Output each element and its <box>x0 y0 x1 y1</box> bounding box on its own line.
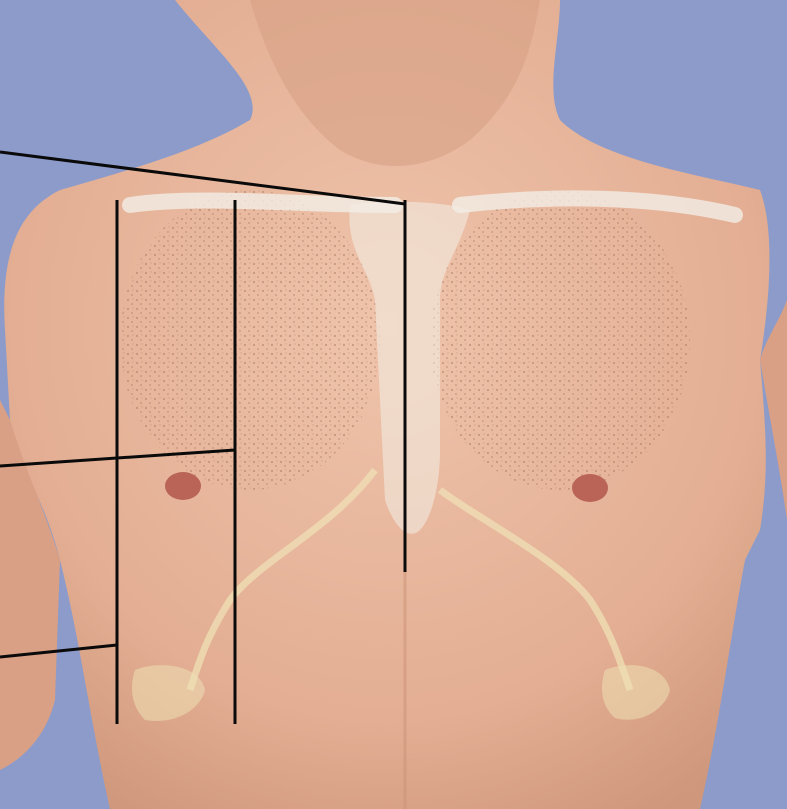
left-nipple <box>165 472 201 500</box>
chest-hair-left <box>120 190 380 490</box>
right-nipple <box>572 474 608 502</box>
chest-hair-right <box>430 190 690 490</box>
